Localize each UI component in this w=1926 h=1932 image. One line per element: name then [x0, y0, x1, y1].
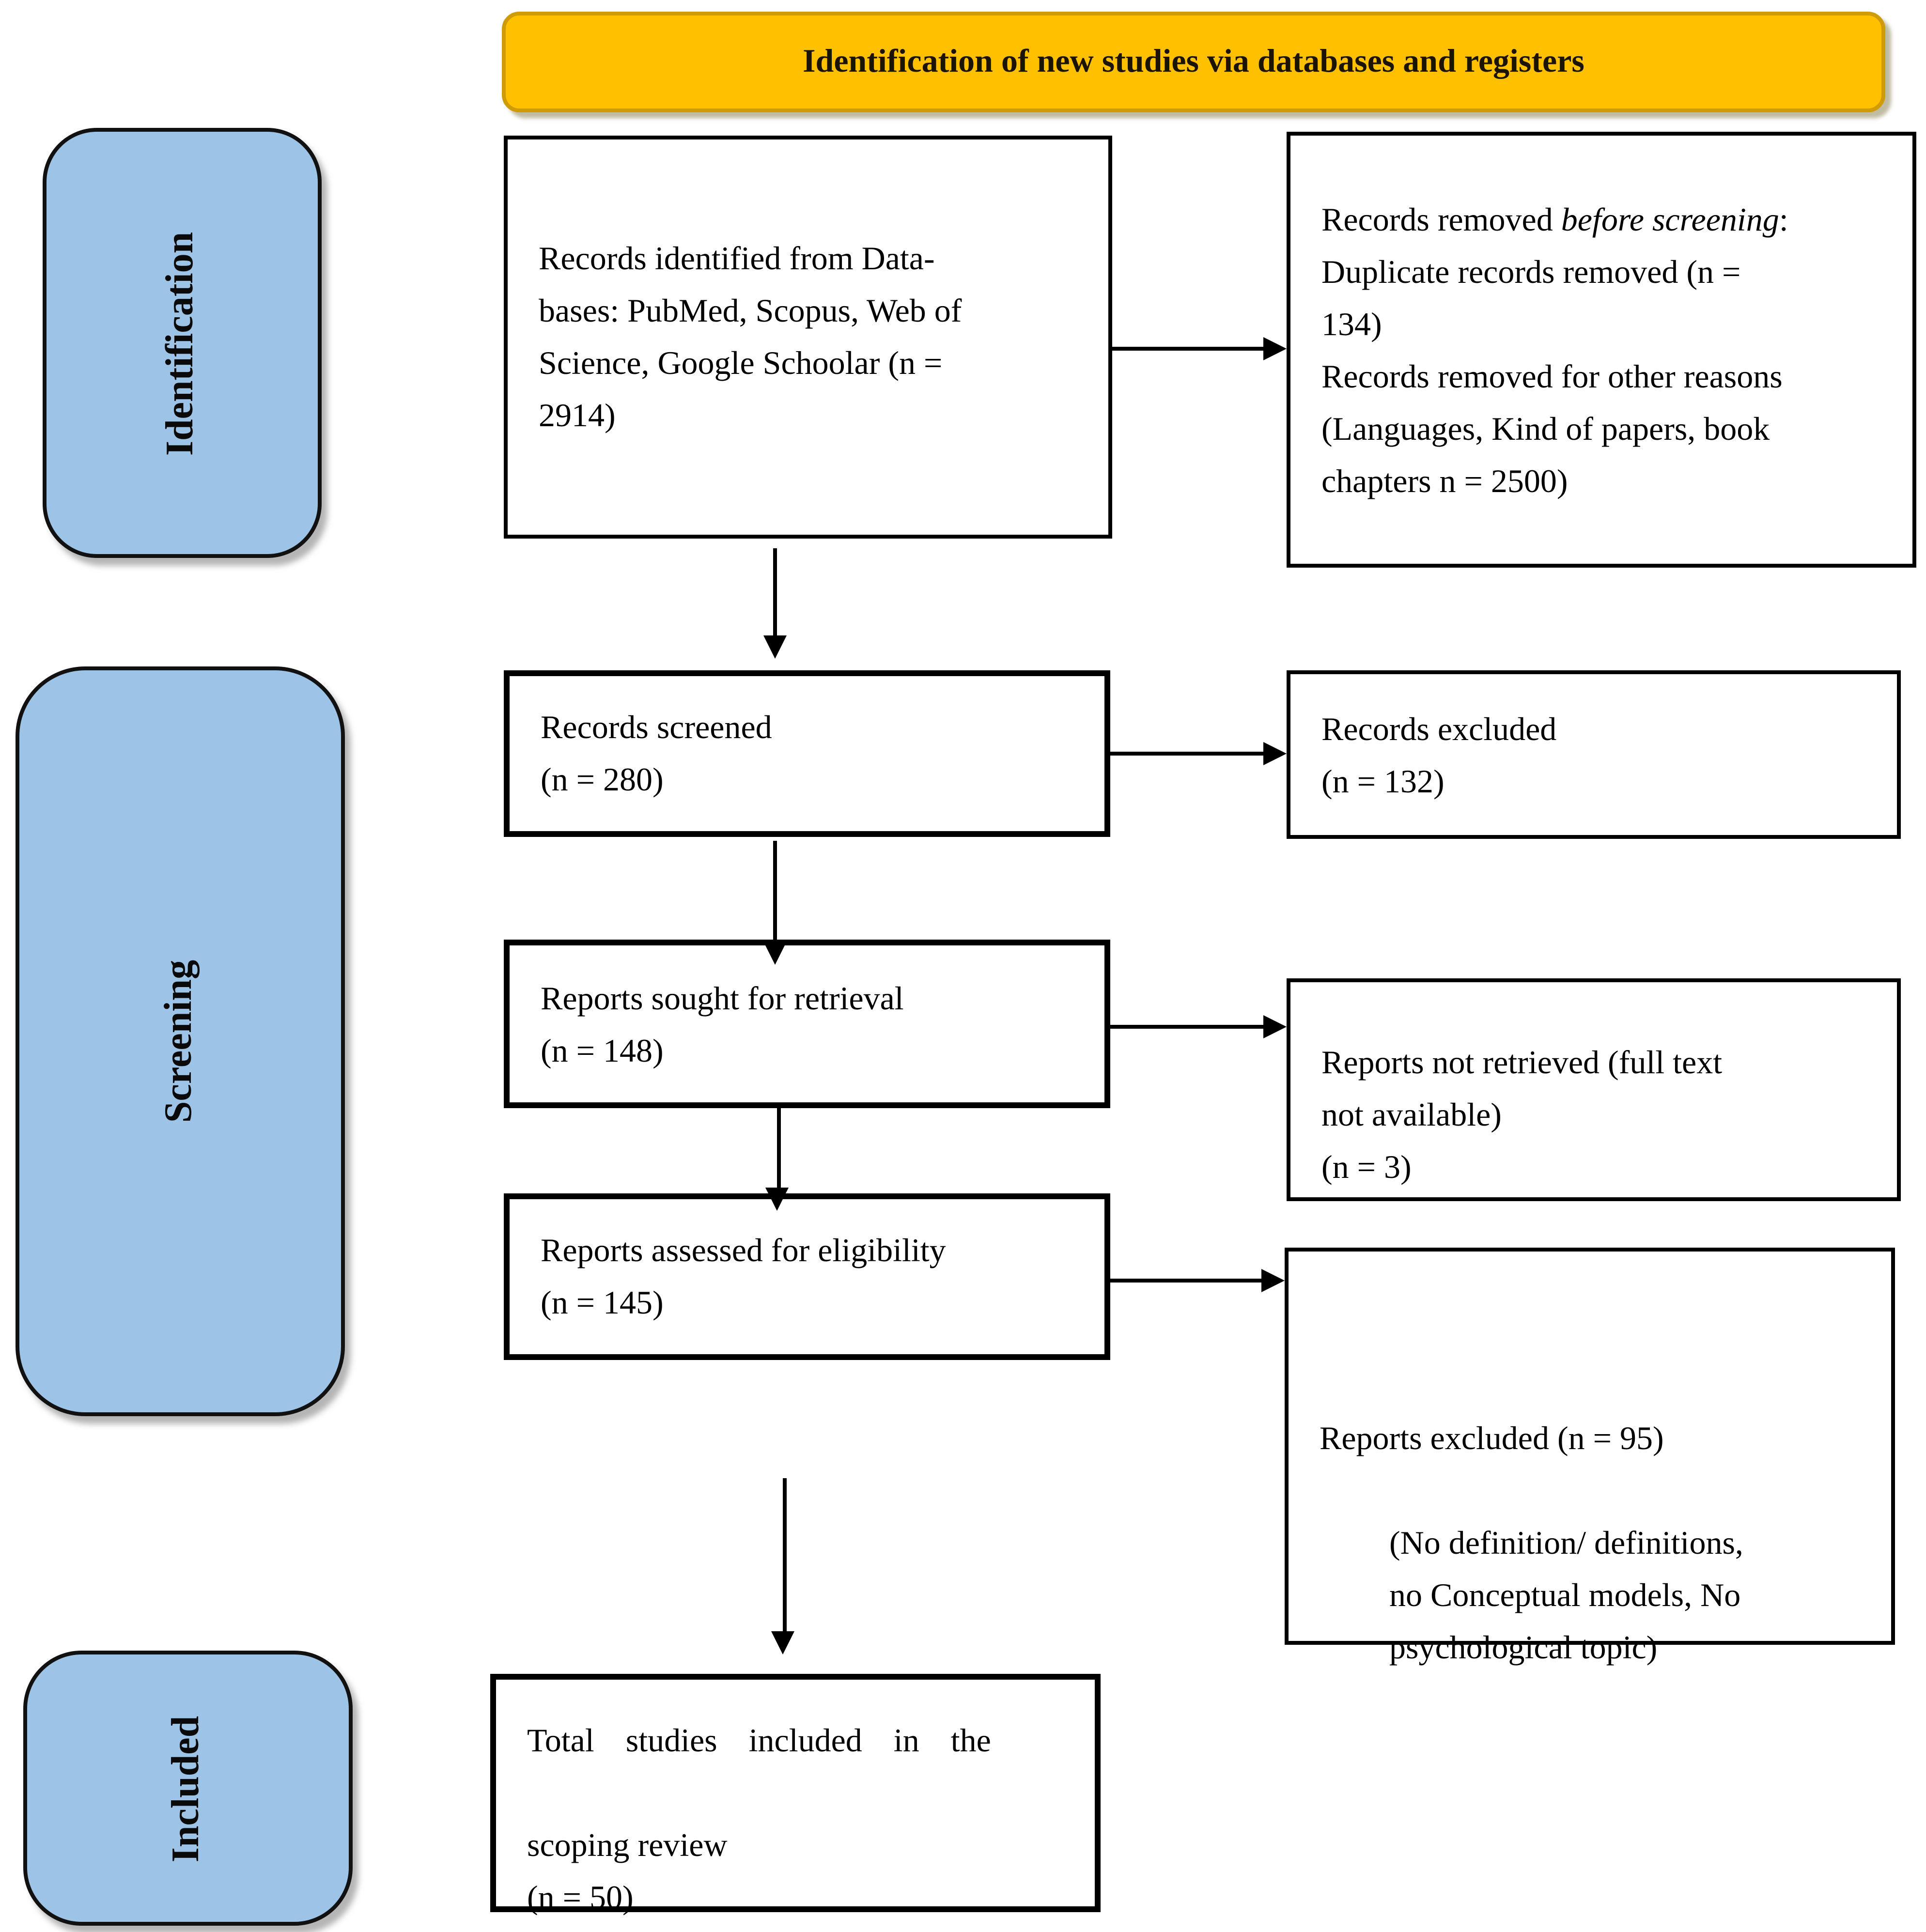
- arrow-assessed-to-reportsexcluded-line: [1110, 1279, 1261, 1283]
- records-removed-rest: Duplicate records removed (n = 134) Reco…: [1321, 253, 1783, 499]
- reports-excluded-rest: (No definition/ definitions, no Conceptu…: [1389, 1525, 1743, 1666]
- stage-included-label: Included: [166, 1715, 208, 1862]
- stage-included-box: Included: [23, 1651, 353, 1926]
- arrow-screened-to-sought-line: [773, 841, 777, 942]
- total-included-box: Total studies included in the scoping re…: [490, 1674, 1101, 1916]
- arrow-identified-to-removed-line: [1112, 347, 1263, 351]
- arrow-sought-to-assessed-head: [765, 1188, 789, 1211]
- stage-identification-box: Identification: [43, 128, 322, 558]
- arrow-assessed-to-included-head: [771, 1631, 794, 1654]
- records-screened-text: Records screened (n = 280): [541, 709, 772, 798]
- records-removed-text: Records removed before screening: Duplic…: [1290, 140, 1912, 559]
- reports-excluded-text: Reports excluded (n = 95) (No definition…: [1289, 1252, 1891, 1726]
- arrow-screened-to-excluded-head: [1263, 742, 1287, 765]
- arrow-assessed-to-included-line: [783, 1478, 787, 1631]
- records-screened-box: Records screened (n = 280): [504, 670, 1110, 837]
- reports-sought-text: Reports sought for retrieval (n = 148): [541, 979, 904, 1068]
- arrow-sought-to-assessed-line: [777, 1108, 781, 1188]
- records-excluded-text: Records excluded (n = 132): [1321, 710, 1557, 799]
- stage-screening-box: Screening: [16, 666, 345, 1416]
- total-included-text: Total studies included in the scoping re…: [496, 1662, 1095, 1924]
- arrow-identified-to-screened-line: [773, 548, 777, 637]
- header-banner: Identification of new studies via databa…: [502, 12, 1885, 112]
- arrow-screened-to-sought-head: [763, 942, 787, 965]
- records-removed-line1: Records removed before screening:: [1321, 201, 1788, 237]
- reports-not-retrieved-text: Reports not retrieved (full text not ava…: [1321, 1044, 1723, 1186]
- arrow-sought-to-notretrieved-head: [1263, 1015, 1287, 1038]
- records-removed-box: Records removed before screening: Duplic…: [1287, 132, 1916, 568]
- reports-not-retrieved-box: Reports not retrieved (full text not ava…: [1287, 978, 1901, 1201]
- reports-assessed-box: Reports assessed for eligibility (n = 14…: [504, 1193, 1110, 1360]
- arrow-screened-to-excluded-line: [1110, 752, 1263, 756]
- arrow-sought-to-notretrieved-line: [1110, 1025, 1263, 1029]
- header-title: Identification of new studies via databa…: [803, 43, 1584, 79]
- arrow-identified-to-screened-head: [763, 635, 787, 659]
- reports-excluded-box: Reports excluded (n = 95) (No definition…: [1285, 1248, 1895, 1666]
- total-included-rest: scoping review (n = 50): [527, 1827, 728, 1916]
- stage-screening-label: Screening: [157, 959, 201, 1123]
- reports-sought-box: Reports sought for retrieval (n = 148): [504, 940, 1110, 1108]
- reports-assessed-text: Reports assessed for eligibility (n = 14…: [541, 1232, 946, 1321]
- records-excluded-box: Records excluded (n = 132): [1287, 670, 1901, 839]
- records-identified-box: Records identified from Data- bases: Pub…: [504, 136, 1112, 539]
- total-included-line1: Total studies included in the: [527, 1722, 991, 1759]
- arrow-identified-to-removed-head: [1263, 337, 1287, 360]
- reports-excluded-line1: Reports excluded (n = 95): [1320, 1420, 1664, 1457]
- records-identified-text: Records identified from Data- bases: Pub…: [539, 240, 962, 434]
- arrow-assessed-to-reportsexcluded-head: [1261, 1269, 1285, 1292]
- records-removed-italic: before screening: [1561, 201, 1779, 237]
- stage-identification-label: Identification: [160, 231, 202, 455]
